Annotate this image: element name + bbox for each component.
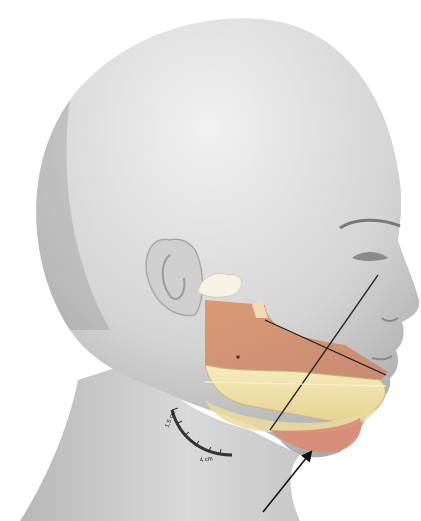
ramus-point [236,355,239,358]
